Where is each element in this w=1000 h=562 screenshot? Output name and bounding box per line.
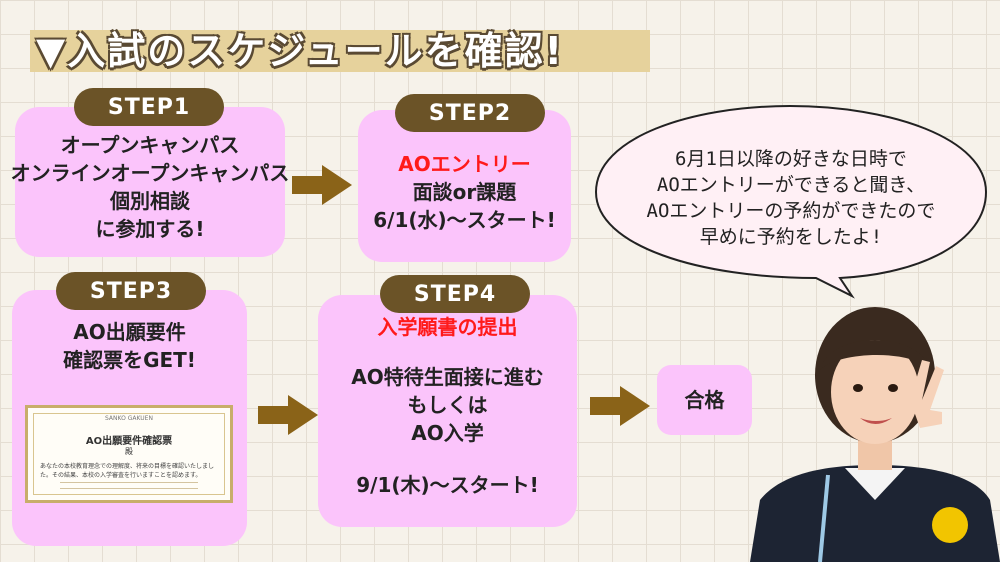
speech-line: 6月1日以降の好きな日時で [675,148,907,170]
step4-line: AO特待生面接に進む [351,365,544,389]
step4-label: STEP4 [380,275,530,313]
speech-bubble [594,104,988,299]
arrow-right-icon [258,395,318,435]
result-card: 合格 [657,365,752,435]
student-photo [750,307,1000,562]
certificate-line [60,488,198,489]
step1-line: 個別相談 [110,189,190,213]
speech-line: AOエントリーができると聞き、 [656,174,926,196]
step4-highlight: 入学願書の提出 [377,315,518,339]
step3-label: STEP3 [56,272,206,310]
certificate-title: AO出願要件確認票 [85,436,173,447]
step2-line: 6/1(水)〜スタート! [373,208,556,232]
step3-line: 確認票をGET! [63,348,196,372]
step1-line: オープンキャンパス [60,133,240,157]
step4-card: 入学願書の提出 AO特待生面接に進む もしくは AO入学 9/1(木)〜スタート… [318,295,577,527]
speech-line: AOエントリーの予約ができたので [646,200,936,222]
step2-label: STEP2 [395,94,545,132]
step2-line: 面談or課題 [412,180,517,204]
certificate-line [60,482,198,483]
certificate-border [33,413,225,495]
step1-line: オンラインオープンキャンパス [10,161,290,185]
step3-line: AO出願要件 [73,320,186,344]
result-label: 合格 [684,388,725,412]
certificate-body: あなたの本校教育理念での理解度、将来の目標を確認いたしました。その結果、本校の入… [40,463,215,479]
step2-highlight: AOエントリー [398,152,531,176]
certificate-org: SANKO GAKUEN [105,415,153,422]
step1-line: に参加する! [95,217,205,241]
step4-start: 9/1(木)〜スタート! [356,473,539,497]
certificate-mark: 殿 [125,447,133,456]
arrow-right-icon [292,165,352,205]
step1-card: オープンキャンパス オンラインオープンキャンパス 個別相談 に参加する! [11,107,289,257]
page-title: ▼入試のスケジュールを確認! [36,29,564,73]
speech-text: 6月1日以降の好きな日時で AOエントリーができると聞き、 AOエントリーの予約… [610,146,972,250]
step2-card: AOエントリー 面談or課題 6/1(水)〜スタート! [358,110,571,262]
certificate-image: SANKO GAKUEN AO出願要件確認票 殿 あなたの本校教育理念での理解度… [25,405,233,503]
step1-label: STEP1 [74,88,224,126]
speech-line: 早めに予約をしたよ! [699,226,883,248]
title-bar [30,30,650,72]
step4-line: AO入学 [411,421,484,445]
arrow-right-icon [590,386,650,426]
step4-line: もしくは [407,393,488,417]
